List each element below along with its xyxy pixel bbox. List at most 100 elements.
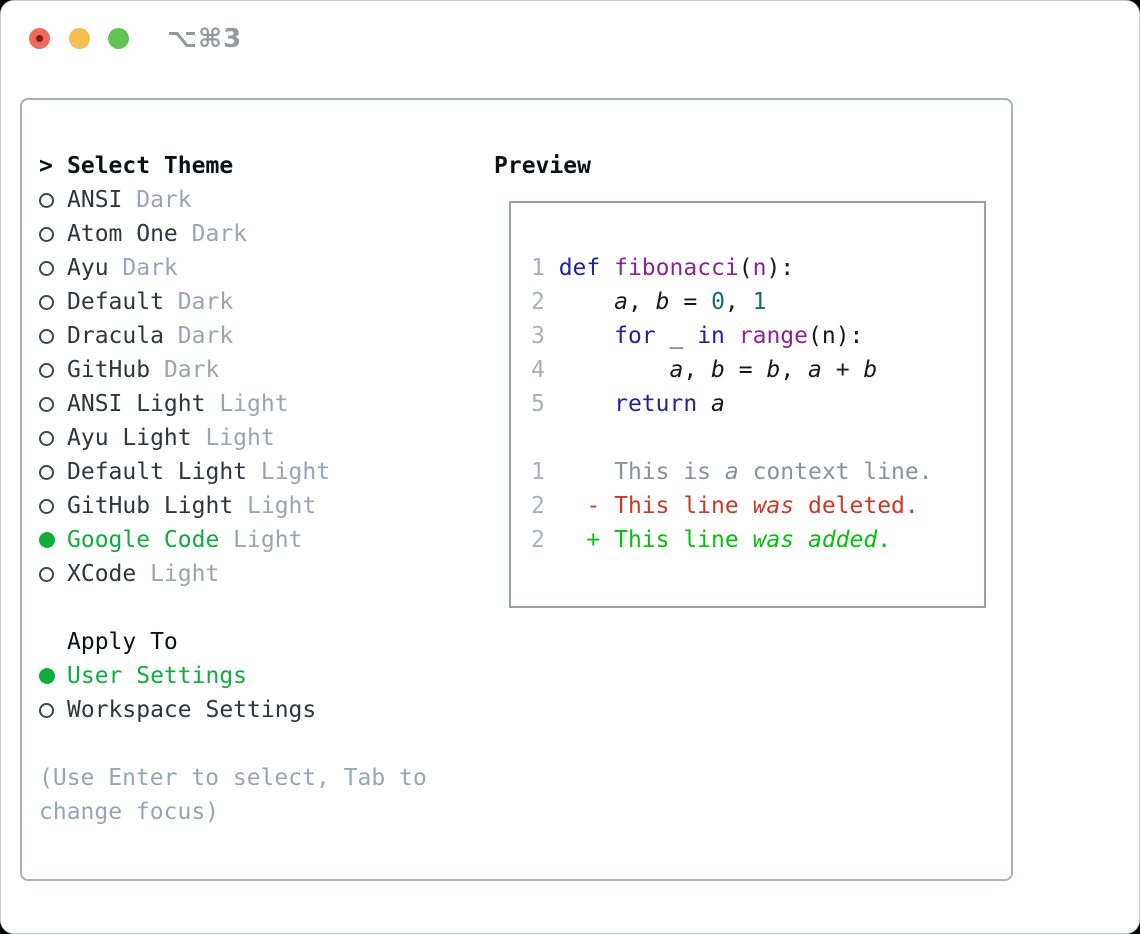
code-token bbox=[697, 387, 711, 421]
code-token: a bbox=[614, 289, 628, 315]
spacer bbox=[39, 591, 489, 625]
code-token: , bbox=[627, 289, 656, 315]
line-number: 3 bbox=[531, 323, 559, 349]
select-theme-label: Select Theme bbox=[67, 153, 234, 179]
code-token: n bbox=[752, 255, 767, 281]
radio-icon bbox=[39, 489, 67, 523]
line-number: 2 bbox=[531, 527, 559, 553]
code-token: a bbox=[724, 459, 739, 485]
option-variant: Dark bbox=[177, 221, 248, 247]
code-token: = bbox=[724, 357, 767, 383]
code-token: was bbox=[752, 527, 795, 553]
option-variant: Dark bbox=[108, 255, 178, 281]
code-token bbox=[559, 285, 614, 319]
radio-icon bbox=[39, 387, 67, 421]
code-token: a bbox=[808, 357, 822, 383]
code-token: ( bbox=[738, 255, 753, 281]
code-token: fibonacci bbox=[614, 255, 739, 281]
option-variant: Light bbox=[191, 425, 275, 451]
code-token: in bbox=[697, 323, 725, 349]
theme-option-dracula-dark[interactable]: Dracula Dark bbox=[39, 319, 489, 353]
theme-option-default-light-light[interactable]: Default Light Light bbox=[39, 455, 489, 489]
line-number: 1 bbox=[531, 459, 559, 485]
code-token: a bbox=[711, 391, 725, 417]
code-token: This is bbox=[558, 459, 725, 485]
radio-icon bbox=[39, 217, 67, 251]
option-variant: Dark bbox=[122, 187, 192, 213]
preview-heading: Preview bbox=[494, 153, 591, 179]
code-token bbox=[559, 387, 614, 421]
option-label: Atom One bbox=[67, 221, 178, 247]
code-token: was bbox=[752, 493, 795, 519]
option-variant: Light bbox=[233, 493, 317, 519]
radio-selected-icon bbox=[39, 659, 67, 693]
radio-icon bbox=[39, 557, 67, 591]
option-variant: Dark bbox=[163, 323, 234, 349]
theme-option-default-dark[interactable]: Default Dark bbox=[39, 285, 489, 319]
help-text-line-2: change focus) bbox=[39, 799, 220, 825]
radio-icon bbox=[39, 319, 67, 353]
theme-option-github-dark[interactable]: GitHub Dark bbox=[39, 353, 489, 387]
option-variant: Dark bbox=[163, 289, 234, 315]
close-button[interactable] bbox=[29, 28, 50, 49]
theme-option-ansi-light-light[interactable]: ANSI Light Light bbox=[39, 387, 489, 421]
theme-option-ayu-dark[interactable]: Ayu Dark bbox=[39, 251, 489, 285]
code-line: 4 a, b = b, a + b bbox=[531, 353, 933, 387]
code-line: 3 for _ in range(n): bbox=[531, 319, 933, 353]
apply-to-label: Apply To bbox=[67, 629, 178, 655]
apply-option-workspace-settings[interactable]: Workspace Settings bbox=[39, 693, 489, 727]
code-token: , bbox=[780, 357, 809, 383]
code-token bbox=[559, 353, 670, 387]
radio-icon bbox=[39, 693, 67, 727]
code-token: added bbox=[807, 527, 878, 553]
code-token bbox=[794, 523, 808, 557]
theme-option-xcode-light[interactable]: XCode Light bbox=[39, 557, 489, 591]
option-label: Dracula bbox=[67, 323, 164, 349]
code-token: b bbox=[655, 289, 670, 315]
code-token bbox=[600, 251, 614, 285]
option-variant: Light bbox=[205, 391, 289, 417]
code-token: 1 bbox=[752, 289, 767, 315]
code-token: b bbox=[711, 357, 725, 383]
line-number: 2 bbox=[531, 493, 559, 519]
radio-icon bbox=[39, 251, 67, 285]
code-token bbox=[559, 319, 614, 353]
code-token: def bbox=[558, 255, 601, 281]
option-label: XCode bbox=[67, 561, 137, 587]
code-token: context line. bbox=[738, 459, 933, 485]
line-number: 2 bbox=[531, 289, 559, 315]
radio-icon bbox=[39, 455, 67, 489]
option-variant: Light bbox=[219, 527, 303, 553]
theme-option-atom-one-dark[interactable]: Atom One Dark bbox=[39, 217, 489, 251]
theme-option-ayu-light-light[interactable]: Ayu Light Light bbox=[39, 421, 489, 455]
option-label: GitHub Light bbox=[67, 493, 234, 519]
theme-option-google-code-light[interactable]: Google Code Light bbox=[39, 523, 489, 557]
minimize-button[interactable] bbox=[69, 28, 90, 49]
option-variant: Light bbox=[136, 561, 220, 587]
code-token: (n): bbox=[808, 323, 864, 349]
spacer bbox=[39, 727, 489, 761]
option-label: Google Code bbox=[67, 527, 220, 553]
code-token: , bbox=[683, 357, 712, 383]
theme-option-github-light-light[interactable]: GitHub Light Light bbox=[39, 489, 489, 523]
zoom-button[interactable] bbox=[108, 28, 129, 49]
line-number: 5 bbox=[531, 391, 559, 417]
option-label: ANSI Light bbox=[67, 391, 206, 417]
line-number bbox=[531, 421, 559, 455]
code-token: 0 bbox=[711, 289, 725, 315]
theme-option-ansi-dark[interactable]: ANSI Dark bbox=[39, 183, 489, 217]
code-token: _ bbox=[655, 323, 698, 349]
option-label: ANSI bbox=[67, 187, 123, 213]
apply-option-user-settings[interactable]: User Settings bbox=[39, 659, 489, 693]
option-label: Workspace Settings bbox=[67, 697, 317, 723]
apply-to-header: Apply To bbox=[39, 625, 489, 659]
code-line: 1 def fibonacci(n): bbox=[531, 251, 933, 285]
option-label: Default bbox=[67, 289, 164, 315]
option-label: Ayu Light bbox=[67, 425, 192, 451]
code-token: - This line bbox=[558, 493, 753, 519]
radio-icon bbox=[39, 183, 67, 217]
